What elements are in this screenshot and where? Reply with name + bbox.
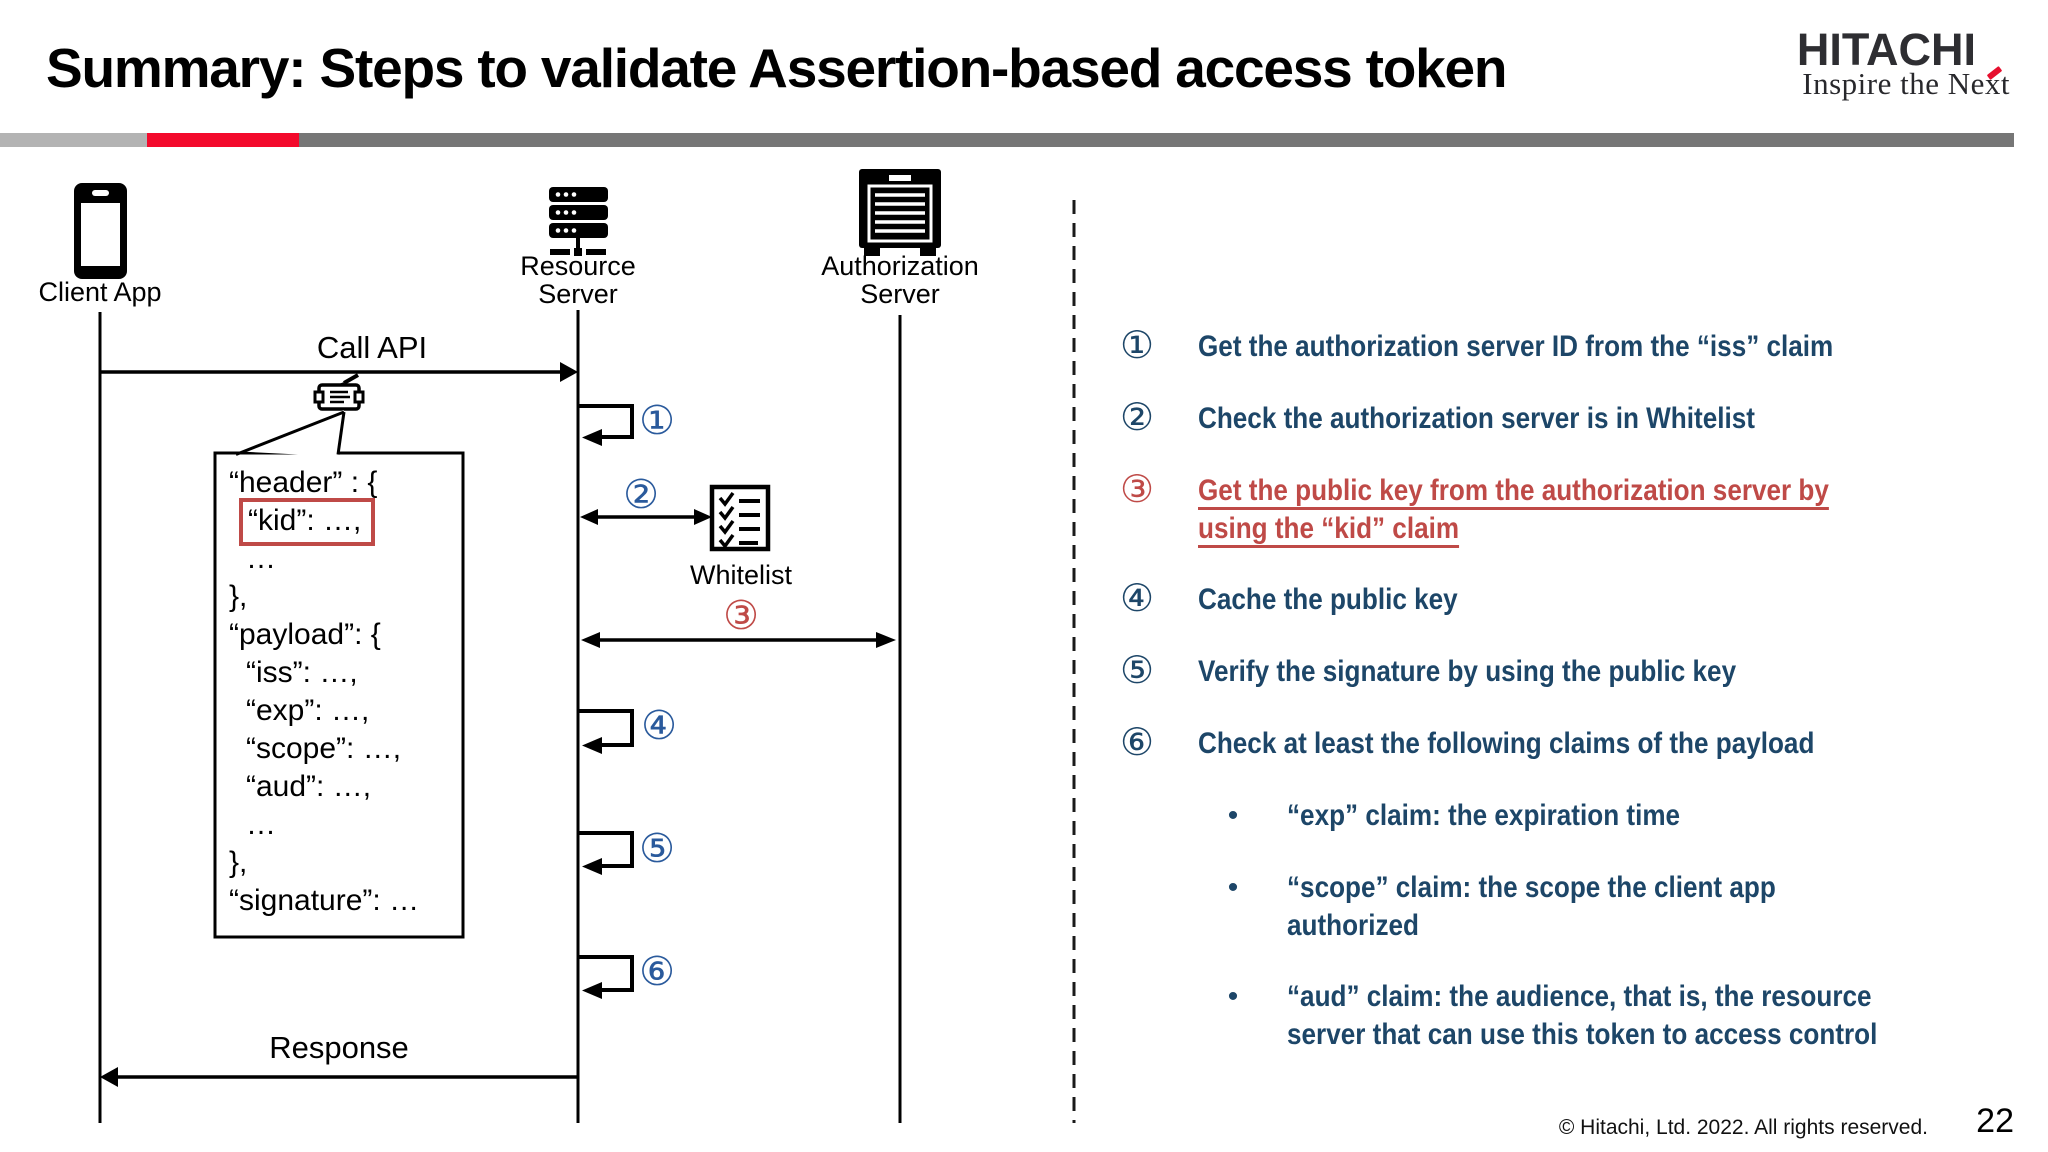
bullet-marker: • xyxy=(1227,871,1239,904)
jwt-token-content: “header” : { “kid”: …, … }, “payload”: {… xyxy=(229,464,419,920)
bullet-marker: • xyxy=(1227,799,1239,832)
diagram-marker-4: ④ xyxy=(641,703,677,750)
diagram-marker-6: ⑥ xyxy=(639,949,675,996)
jwt-line-kid: “kid”: …, xyxy=(229,498,419,546)
step-number: ⑥ xyxy=(1119,720,1155,764)
jwt-line: }, xyxy=(229,580,248,613)
token-ticket-icon xyxy=(313,373,365,411)
jwt-line: … xyxy=(246,542,276,575)
step-text: Check at least the following claims of t… xyxy=(1198,727,1815,760)
response-label: Response xyxy=(269,1030,409,1065)
footer-copyright: © Hitachi, Ltd. 2022. All rights reserve… xyxy=(1558,1116,1928,1139)
diagram-marker-5: ⑤ xyxy=(639,826,675,873)
self-loop-step4 xyxy=(578,709,634,754)
jwt-speech-bubble xyxy=(213,410,465,939)
page-title: Summary: Steps to validate Assertion-bas… xyxy=(46,37,1508,99)
bullet-text: “exp” claim: the expiration time xyxy=(1287,799,1681,832)
jwt-line: “aud”: …, xyxy=(246,770,372,803)
resource-server-label-line1: Resource xyxy=(520,251,636,281)
authorization-server-label-line2: Server xyxy=(860,279,940,309)
step-number: ① xyxy=(1119,323,1155,367)
bullet-marker: • xyxy=(1227,980,1239,1013)
client-app-label: Client App xyxy=(38,277,162,307)
response-arrow xyxy=(100,1067,578,1087)
accent-bar-gray-light xyxy=(0,133,147,147)
auth-server-arrow xyxy=(581,632,896,648)
authorization-server-icon xyxy=(859,169,941,256)
step-text-highlighted: Get the public key from the authorizatio… xyxy=(1198,474,1829,545)
hitachi-tagline: Inspire the Next xyxy=(1802,66,2010,101)
bullet-text: “scope” claim: the scope the client app … xyxy=(1287,871,1776,942)
jwt-line: }, xyxy=(229,846,248,879)
jwt-line: “header” : { xyxy=(229,466,378,499)
step-number: ② xyxy=(1119,395,1155,439)
hitachi-logo: HITACHI xyxy=(1796,24,1976,75)
jwt-line: “signature”: … xyxy=(229,884,420,917)
whitelist-icon xyxy=(709,484,771,552)
bullet-text: “aud” claim: the audience, that is, the … xyxy=(1287,980,1878,1051)
resource-server-icon xyxy=(549,187,608,256)
diagram-marker-2: ② xyxy=(623,472,659,519)
self-loop-step6 xyxy=(578,955,634,999)
authorization-server-label-line1: Authorization xyxy=(821,251,979,281)
self-loop-step5 xyxy=(578,831,634,875)
kid-red-box: “kid”: …, xyxy=(239,498,376,546)
jwt-line: “payload”: { xyxy=(229,618,381,651)
jwt-line: “iss”: …, xyxy=(246,656,358,689)
call-api-label: Call API xyxy=(316,330,428,365)
accent-bar-red xyxy=(147,133,299,147)
step-text: Cache the public key xyxy=(1198,583,1458,616)
self-loop-step1 xyxy=(578,404,634,446)
step-number: ④ xyxy=(1119,576,1155,620)
client-app-icon xyxy=(74,183,127,279)
step-text: Verify the signature by using the public… xyxy=(1198,655,1737,688)
step-text: Get the authorization server ID from the… xyxy=(1198,330,1834,363)
whitelist-arrow xyxy=(580,509,712,525)
step-number: ⑤ xyxy=(1119,648,1155,692)
resource-server-label-line2: Server xyxy=(538,279,618,309)
step-text: Check the authorization server is in Whi… xyxy=(1198,402,1755,435)
accent-bar-gray-dark xyxy=(299,133,2014,147)
diagram-marker-3: ③ xyxy=(723,593,759,640)
diagram-marker-1: ① xyxy=(639,398,675,445)
jwt-line: … xyxy=(246,808,276,841)
jwt-line: “exp”: …, xyxy=(246,694,370,727)
call-api-arrow xyxy=(100,362,578,382)
step-number: ③ xyxy=(1119,467,1155,511)
jwt-line: “scope”: …, xyxy=(246,732,402,765)
whitelist-label: Whitelist xyxy=(689,560,793,590)
page-number: 22 xyxy=(1976,1102,2014,1140)
